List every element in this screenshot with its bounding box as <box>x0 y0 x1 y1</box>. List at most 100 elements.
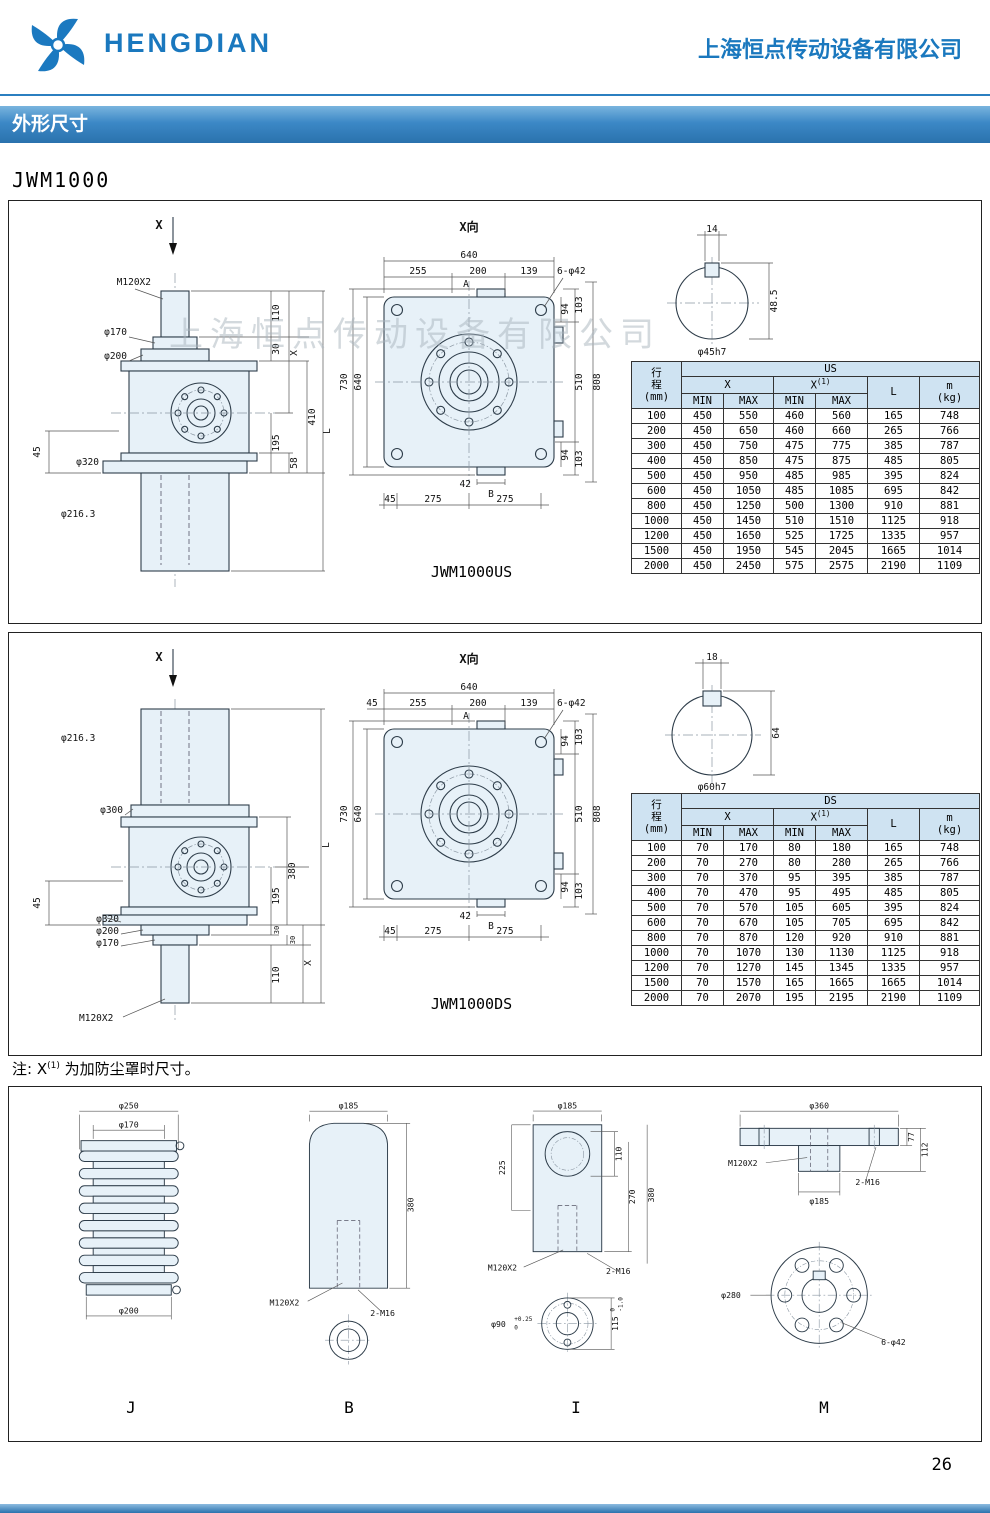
dim-label: 0 <box>514 1325 518 1332</box>
view-label: X向 <box>459 219 478 234</box>
table-cell: 395 <box>815 869 868 886</box>
dim-label: B <box>488 489 494 500</box>
dim-label: φ170 <box>96 938 119 949</box>
table-cell: 450 <box>681 498 724 515</box>
dim-label: 225 <box>497 1160 507 1175</box>
th-l: L <box>867 376 920 409</box>
dim-label: 30 <box>273 926 281 934</box>
dim-label: 275 <box>496 494 513 505</box>
table-cell: 70 <box>681 945 724 962</box>
table-cell: 842 <box>918 914 981 932</box>
table-cell: 670 <box>723 914 774 932</box>
dim-label: 30 <box>271 343 282 355</box>
table-cell: 800 <box>631 930 682 947</box>
table-cell: 957 <box>918 528 981 545</box>
dim-label: M120X2 <box>117 277 151 288</box>
th-x: X <box>681 376 774 394</box>
clevis-end-drawing: φ185 110 225 270 380 M120X2 2-M16 φ90 +0… <box>488 1101 656 1355</box>
table-cell: 1109 <box>918 990 981 1007</box>
table-cell: 70 <box>681 869 724 886</box>
table-cell: 450 <box>681 407 724 424</box>
dim-label: 139 <box>520 266 537 277</box>
table-cell: 787 <box>918 437 981 454</box>
table-cell: 1109 <box>918 558 981 575</box>
table-cell: 918 <box>918 513 981 530</box>
table-cell: 470 <box>723 884 774 901</box>
dim-label: φ200 <box>96 926 119 937</box>
table-cell: 1570 <box>723 975 774 992</box>
table-cell: 495 <box>815 884 868 901</box>
table-cell: 950 <box>723 467 774 485</box>
table-cell: 95 <box>773 884 816 901</box>
table-cell: 500 <box>773 498 816 515</box>
accessories-panel: φ250 φ170 φ200 J φ185 <box>8 1086 982 1442</box>
th-stroke: 行程(mm) <box>631 793 682 841</box>
dim-label: φ216.3 <box>61 733 95 744</box>
table-cell: 450 <box>681 513 724 530</box>
table-cell: 195 <box>773 990 816 1007</box>
dim-label: 640 <box>460 682 477 693</box>
ds-caption: JWM1000DS <box>430 995 513 1013</box>
company-name: 上海恒点传动设备有限公司 <box>697 38 962 63</box>
table-cell: 525 <box>773 528 816 545</box>
table-cell: 881 <box>918 930 981 947</box>
dim-label: φ170 <box>119 1120 139 1130</box>
dim-label: 640 <box>353 805 364 822</box>
dim-label: 195 <box>271 434 282 451</box>
table-cell: 1725 <box>815 528 868 545</box>
dim-label: 110 <box>271 304 282 321</box>
table-cell: 1125 <box>867 945 920 962</box>
table-cell: 650 <box>723 422 774 439</box>
dim-label: φ300 <box>100 805 123 816</box>
us-dimension-table: 行程(mm) US X X(1) L m(kg) MIN MAX MIN MAX… <box>631 360 981 575</box>
dim-label: φ90 <box>491 1319 506 1329</box>
dim-label: B <box>488 921 494 932</box>
accessory-m: φ360 77 112 M120X2 2-M16 φ185 φ280 6 <box>709 1099 939 1431</box>
table-cell: 1345 <box>815 960 868 977</box>
section-title: 外形尺寸 <box>12 113 89 135</box>
dim-label: 275 <box>424 926 441 937</box>
dimensions: φ216.3 φ300 φ320 φ200 φ170 M120X2 45 195… <box>32 708 332 1024</box>
dim-label: 730 <box>339 373 350 390</box>
table-cell: 450 <box>681 452 724 469</box>
us-shaft-detail-drawing: 14 48.5 φ45h7 <box>667 224 780 358</box>
table-cell: 1650 <box>723 528 774 545</box>
dim-label: 510 <box>574 805 585 822</box>
dim-label: 48.5 <box>769 290 780 313</box>
table-cell: 1500 <box>631 975 682 992</box>
table-cell: 485 <box>867 452 920 469</box>
table-cell: 2190 <box>867 990 920 1007</box>
table-cell: 750 <box>723 437 774 454</box>
table-cell: 450 <box>681 482 724 500</box>
dim-label: 115 <box>610 1316 620 1331</box>
table-cell: 2450 <box>723 558 774 575</box>
th-m: m(kg) <box>918 808 981 841</box>
table-cell: 805 <box>918 884 981 901</box>
axis-label: X <box>155 218 163 232</box>
dim-label: 380 <box>287 862 298 879</box>
table-cell: 1125 <box>867 513 920 530</box>
table-cell: 2190 <box>867 558 920 575</box>
th-series: US <box>680 360 981 378</box>
table-cell: 1450 <box>723 513 774 530</box>
table-cell: 545 <box>773 543 816 560</box>
dim-label: 200 <box>469 266 486 277</box>
table-cell: 705 <box>815 914 868 932</box>
dim-label: φ60h7 <box>698 782 727 793</box>
dim-label: 30 <box>289 936 297 944</box>
dim-label: A <box>463 711 469 722</box>
dim-label: 640 <box>460 250 477 261</box>
hengdian-logo <box>31 18 85 72</box>
table-cell: 2000 <box>631 990 682 1007</box>
